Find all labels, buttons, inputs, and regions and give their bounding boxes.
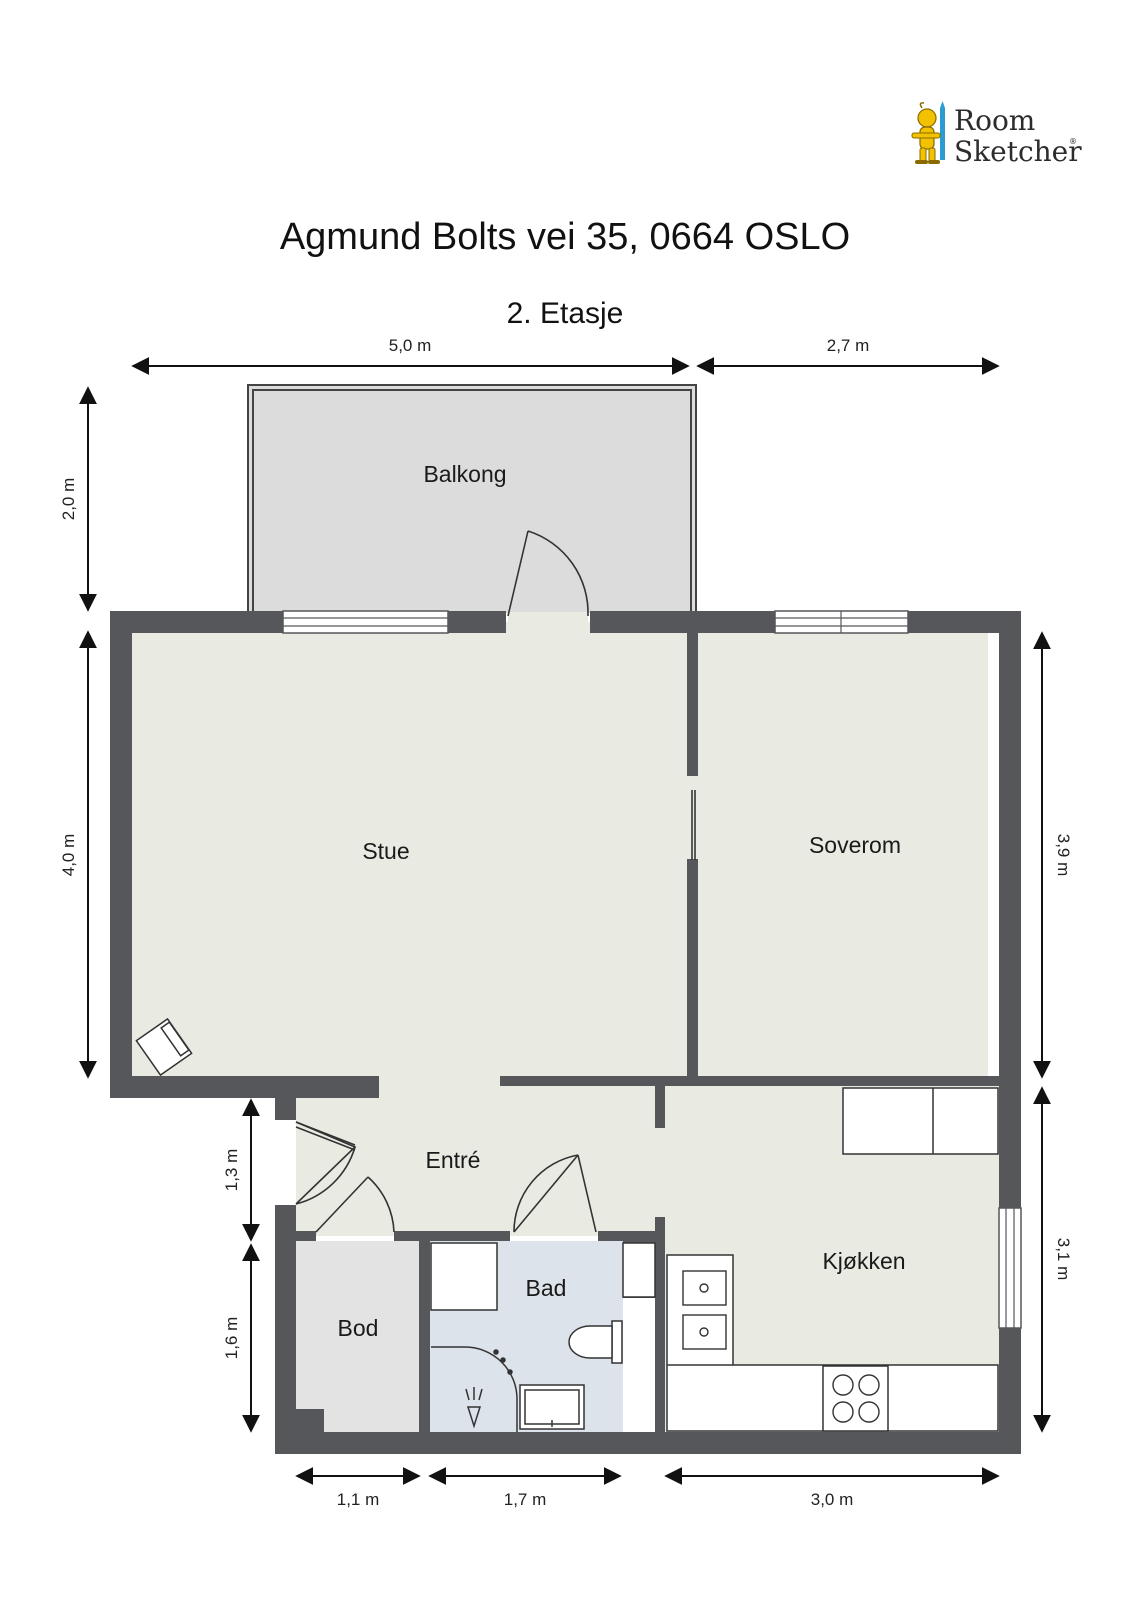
window-kitchen: [998, 1207, 1022, 1329]
dim-left-entre: 1,3 m: [222, 1149, 241, 1192]
page-title: Agmund Bolts vei 35, 0664 OSLO: [280, 216, 850, 258]
sliding-door-soverom: [691, 790, 696, 860]
wardrobe-kitchen: [842, 1087, 999, 1155]
bathroom-fixtures: [430, 1242, 656, 1432]
sink-bad: [519, 1384, 585, 1430]
balcony-railing-outer: [247, 384, 697, 612]
shower-icon: [431, 1346, 518, 1432]
window-soverom: [774, 610, 909, 634]
room-label-entre: Entré: [426, 1147, 481, 1173]
dimension-lines: [79, 357, 1051, 1485]
windows: [282, 610, 1022, 1329]
floor-subtitle: 2. Etasje: [507, 297, 624, 330]
dim-left-stue: 4,0 m: [59, 834, 78, 877]
balcony-door-threshold: [508, 612, 588, 624]
door-balcony: [507, 530, 589, 617]
registered-mark: ®: [1069, 137, 1077, 146]
doors: [295, 530, 696, 1233]
balcony-railing-inner: [252, 389, 692, 612]
kitchen-sink: [682, 1270, 727, 1350]
room-label-bod: Bod: [338, 1315, 379, 1341]
balcony: [247, 384, 697, 613]
door-entrance: [295, 1121, 357, 1205]
floor-upper: [130, 622, 988, 1082]
washing-machine: [430, 1242, 498, 1311]
room-label-stue: Stue: [362, 838, 409, 864]
floor-bod: [296, 1241, 419, 1432]
dimension-labels: 5,0 m 2,7 m 2,0 m 4,0 m 1,3 m 1,6 m 3,9 …: [59, 336, 1073, 1509]
roomsketcher-logo: Room Sketcher ®: [911, 101, 1082, 168]
toilet-icon: [568, 1320, 623, 1364]
brand-line-1: Room: [954, 104, 1035, 137]
kitchen-counter: [666, 1254, 999, 1432]
dim-left-bod: 1,6 m: [222, 1317, 241, 1360]
stove-icon: [832, 1374, 880, 1423]
dim-bottom-kjokken: 3,0 m: [811, 1490, 854, 1509]
dim-top-right: 2,7 m: [827, 336, 870, 355]
dim-bottom-bod: 1,1 m: [337, 1490, 380, 1509]
room-label-soverom: Soverom: [809, 832, 901, 858]
balcony-floor: [248, 385, 696, 613]
bod-notch: [296, 1409, 324, 1432]
dim-left-balkong: 2,0 m: [59, 478, 78, 521]
roomsketcher-mascot-icon: [911, 101, 945, 164]
room-label-kjokken: Kjøkken: [822, 1248, 905, 1274]
dim-right-kjokken: 3,1 m: [1054, 1238, 1073, 1281]
door-bod: [315, 1176, 395, 1233]
brand-line-2: Sketcher: [954, 135, 1082, 168]
dim-top-left: 5,0 m: [389, 336, 432, 355]
window-stue: [282, 610, 449, 634]
floors: [130, 612, 1001, 1432]
room-label-bad: Bad: [526, 1275, 567, 1301]
room-label-balkong: Balkong: [423, 461, 506, 487]
armchair-stue: [135, 1017, 193, 1077]
bath-cabinet: [622, 1242, 656, 1298]
dim-bottom-bad: 1,7 m: [504, 1490, 547, 1509]
door-bad: [513, 1154, 597, 1233]
dim-right-soverom: 3,9 m: [1054, 834, 1073, 877]
walls: [110, 611, 1021, 1454]
